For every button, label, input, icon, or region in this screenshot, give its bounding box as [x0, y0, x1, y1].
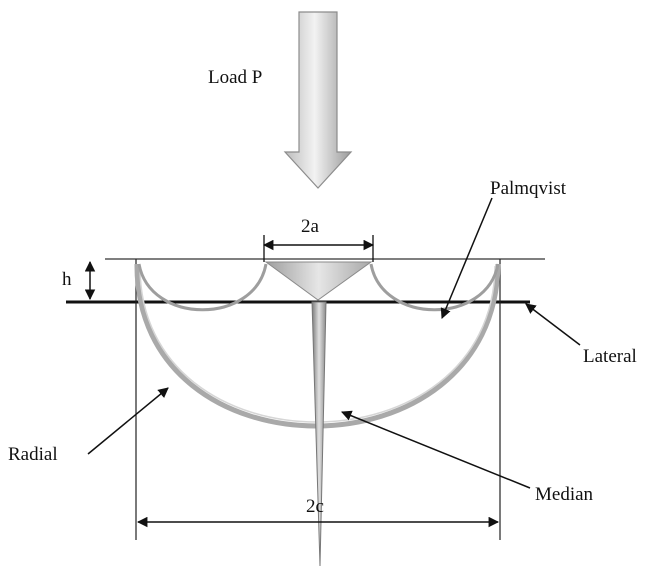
lateral-label: Lateral: [583, 346, 637, 367]
palmqvist-crack-left: [137, 263, 268, 312]
median-label: Median: [535, 484, 594, 505]
load-arrow: [283, 11, 353, 189]
depth-label: h: [62, 269, 72, 290]
palmqvist-crack-right: [369, 263, 500, 312]
median-crack: [311, 301, 327, 567]
crack-width-label: 2c: [306, 496, 324, 517]
median-leader: [341, 410, 531, 489]
indent-width-label: 2a: [301, 216, 320, 237]
lateral-leader: [525, 303, 581, 346]
palmqvist-leader: [440, 197, 493, 319]
indent-impression: [264, 261, 373, 301]
palmqvist-label: Palmqvist: [490, 178, 567, 199]
radial-label: Radial: [8, 444, 58, 465]
load-label: Load P: [208, 67, 262, 88]
radial-leader: [87, 387, 169, 455]
